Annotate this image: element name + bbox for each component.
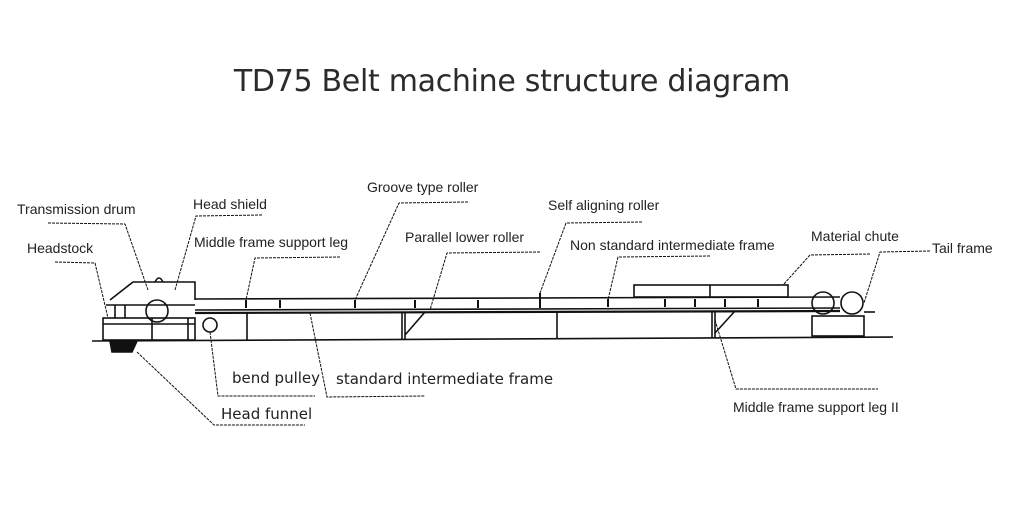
belt <box>194 296 841 315</box>
head-shield-hook <box>154 277 164 283</box>
support-legs <box>246 310 736 340</box>
ground-line <box>91 336 894 342</box>
headstock <box>102 317 196 341</box>
label-bend-pulley: bend pulley <box>232 369 321 387</box>
label-tail-frame: Tail frame <box>932 240 993 256</box>
material-chute <box>633 284 789 298</box>
label-headstock: Headstock <box>27 240 94 256</box>
transmission-drum <box>145 299 169 323</box>
label-transmission-drum: Transmission drum <box>17 201 136 217</box>
label-head-shield: Head shield <box>193 196 267 212</box>
label-groove-type-roller: Groove type roller <box>367 179 479 195</box>
label-middle-frame-support-leg: Middle frame support leg <box>194 234 349 250</box>
label-standard-intermediate-frame: standard intermediate frame <box>336 370 554 388</box>
label-head-funnel: Head funnel <box>221 405 313 423</box>
bend-pulley <box>202 317 218 333</box>
label-middle-frame-support-leg-2: Middle frame support leg II <box>733 399 899 415</box>
tail-frame <box>811 291 875 337</box>
leader-lines <box>47 201 931 426</box>
diagram-title: TD75 Belt machine structure diagram <box>233 64 791 99</box>
head-section <box>102 277 218 353</box>
rollers <box>245 293 759 308</box>
label-self-aligning-roller: Self aligning roller <box>548 197 660 213</box>
label-parallel-lower-roller: Parallel lower roller <box>405 229 525 245</box>
label-material-chute: Material chute <box>811 228 899 244</box>
head-funnel <box>109 340 139 353</box>
label-non-standard-intermediate-frame: Non standard intermediate frame <box>570 237 775 253</box>
